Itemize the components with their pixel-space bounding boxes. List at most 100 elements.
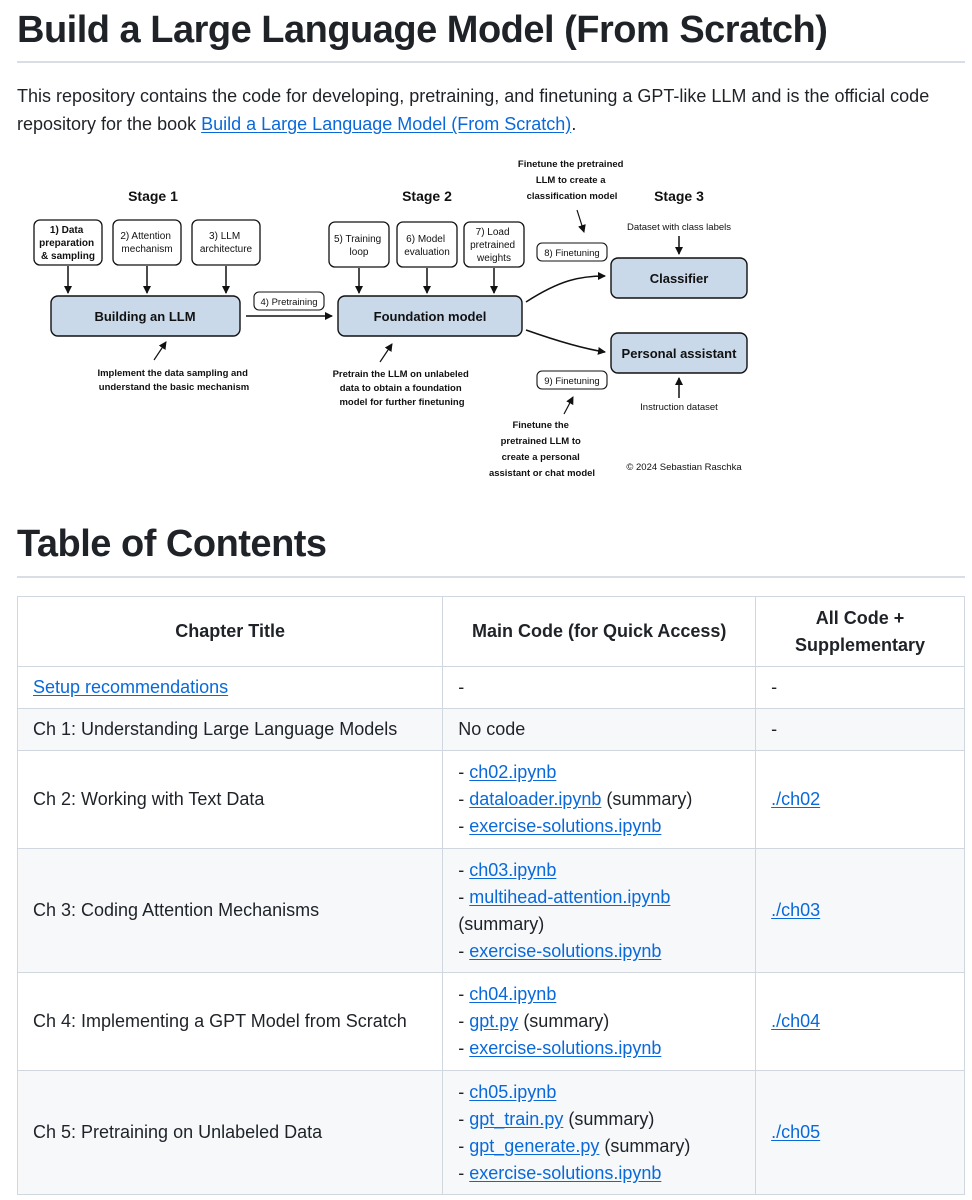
step-1-line-3: & sampling bbox=[41, 251, 95, 262]
code-line: - dataloader.ipynb (summary) bbox=[458, 786, 740, 813]
chapter-link[interactable]: Setup recommendations bbox=[33, 677, 229, 697]
instruction-dataset-label: Instruction dataset bbox=[640, 402, 718, 413]
table-row: Ch 5: Pretraining on Unlabeled Data- ch0… bbox=[16, 1070, 965, 1195]
code-line-text: (summary) bbox=[563, 1108, 655, 1129]
building-llm-box bbox=[50, 295, 241, 337]
note-assistant-line-1: Finetune the bbox=[512, 420, 568, 431]
main-code-cell: No code bbox=[442, 708, 757, 751]
code-line: - gpt_train.py (summary) bbox=[458, 1106, 740, 1133]
step-8-label: 8) Finetuning bbox=[544, 248, 599, 259]
code-file-link[interactable]: exercise-solutions.ipynb bbox=[469, 940, 662, 961]
folder-link[interactable]: ./ch03 bbox=[771, 900, 821, 920]
code-line-text: - bbox=[458, 677, 465, 697]
chapter-title: Ch 2: Working with Text Data bbox=[33, 789, 265, 809]
step-9-box bbox=[536, 370, 608, 390]
code-line-text: (summary) bbox=[599, 1135, 691, 1156]
code-line: - gpt.py (summary) bbox=[458, 1008, 740, 1035]
main-code-cell: - ch03.ipynb- multihead-attention.ipynb (… bbox=[442, 848, 757, 973]
step-6-box bbox=[396, 221, 458, 268]
note-stage2-line-3: model for further finetuning bbox=[339, 397, 464, 408]
header-main-code: Main Code (for Quick Access) bbox=[442, 596, 757, 667]
code-line-prefix: - bbox=[458, 789, 470, 809]
book-link[interactable]: Build a Large Language Model (From Scrat… bbox=[201, 114, 572, 134]
code-file-link[interactable]: ch02.ipynb bbox=[469, 762, 557, 782]
code-file-link[interactable]: multihead-attention.ipynb bbox=[469, 886, 671, 907]
code-line: - ch03.ipynb bbox=[458, 857, 740, 884]
svg-text:Finetune the pretraine: Finetune the pretrained LLM to create a … bbox=[489, 420, 595, 479]
folder-link[interactable]: ./ch05 bbox=[771, 1122, 821, 1142]
code-line-prefix: - bbox=[458, 1081, 470, 1102]
llm-stages-diagram: Stage 1 Stage 2 Stage 3 1) Data preparat… bbox=[33, 159, 748, 479]
code-line-prefix: - bbox=[458, 1108, 470, 1129]
code-file-link[interactable]: dataloader.ipynb bbox=[469, 789, 602, 809]
foundation-model-label: Foundation model bbox=[374, 309, 487, 324]
code-file-link[interactable]: ch03.ipynb bbox=[469, 859, 557, 880]
toc-table: Chapter Title Main Code (for Quick Acces… bbox=[16, 596, 965, 1195]
code-line: - ch05.ipynb bbox=[458, 1079, 740, 1106]
stage-1-label: Stage 1 bbox=[128, 188, 178, 204]
code-line-text: (summary) bbox=[518, 1011, 610, 1031]
step-1-box bbox=[33, 219, 103, 266]
intro-text: This repository contains the code for de… bbox=[17, 86, 930, 134]
header-chapter-title: Chapter Title bbox=[16, 596, 444, 667]
step-4-label: 4) Pretraining bbox=[260, 297, 317, 308]
svg-text:6) Model evaluation: 6) Model evaluation bbox=[404, 234, 450, 258]
title-divider bbox=[17, 61, 965, 63]
all-code-cell: ./ch05 bbox=[755, 1070, 965, 1195]
note-assistant-line-2: pretrained LLM to bbox=[501, 436, 581, 447]
step-3-line-1: 3) LLM bbox=[209, 231, 240, 242]
all-code-text: - bbox=[771, 677, 778, 697]
code-file-link[interactable]: exercise-solutions.ipynb bbox=[469, 816, 662, 836]
table-row: Ch 4: Implementing a GPT Model from Scra… bbox=[16, 972, 965, 1071]
step-7-line-2: pretrained bbox=[470, 240, 515, 251]
header-all-code: All Code + Supplementary bbox=[755, 596, 965, 667]
code-line-prefix: - bbox=[458, 816, 470, 836]
step-2-line-2: mechanism bbox=[121, 244, 172, 255]
step-5-line-2: loop bbox=[350, 247, 369, 258]
chapter-cell: Ch 1: Understanding Large Language Model… bbox=[16, 708, 444, 751]
step-4-box bbox=[253, 291, 325, 311]
folder-link[interactable]: ./ch04 bbox=[771, 1011, 821, 1031]
classifier-label: Classifier bbox=[650, 271, 709, 286]
main-code-cell: - bbox=[442, 666, 757, 709]
step-7-line-1: 7) Load bbox=[476, 227, 510, 238]
code-line: - exercise-solutions.ipynb bbox=[458, 938, 740, 965]
chapter-cell: Ch 4: Implementing a GPT Model from Scra… bbox=[16, 972, 444, 1071]
code-file-link[interactable]: ch05.ipynb bbox=[469, 1081, 557, 1102]
all-code-cell: ./ch03 bbox=[755, 848, 965, 973]
step-1-line-1: 1) Data bbox=[50, 225, 84, 236]
code-line-text: (summary) bbox=[601, 789, 693, 809]
step-2-box bbox=[112, 219, 182, 266]
code-line-prefix: - bbox=[458, 1135, 470, 1156]
code-file-link[interactable]: exercise-solutions.ipynb bbox=[469, 1162, 662, 1183]
code-file-link[interactable]: exercise-solutions.ipynb bbox=[469, 1038, 662, 1058]
note-assistant-line-4: assistant or chat model bbox=[489, 468, 595, 479]
code-line-text: (summary) bbox=[458, 913, 545, 934]
code-file-link[interactable]: gpt.py bbox=[469, 1011, 519, 1031]
note-classifier-line-1: Finetune the pretrained bbox=[518, 159, 624, 170]
step-6-line-1: 6) Model bbox=[406, 234, 445, 245]
code-line: (summary) bbox=[458, 911, 740, 938]
main-code-cell: - ch04.ipynb- gpt.py (summary)- exercise… bbox=[442, 972, 757, 1071]
code-line-prefix: - bbox=[458, 859, 470, 880]
code-line: No code bbox=[458, 716, 740, 743]
chapter-title: Ch 1: Understanding Large Language Model… bbox=[33, 719, 398, 739]
code-file-link[interactable]: gpt_generate.py bbox=[469, 1135, 600, 1156]
step-7-box bbox=[463, 221, 525, 268]
table-row: Ch 2: Working with Text Data - ch02.ipynb… bbox=[16, 750, 965, 849]
note-classifier-line-2: LLM to create a bbox=[536, 175, 606, 186]
classifier-box bbox=[610, 257, 748, 299]
note-assistant-line-3: create a personal bbox=[502, 452, 580, 463]
code-line-prefix: - bbox=[458, 1011, 470, 1031]
code-file-link[interactable]: gpt_train.py bbox=[469, 1108, 564, 1129]
all-code-cell: ./ch04 bbox=[755, 972, 965, 1071]
note-stage2-line-1: Pretrain the LLM on unlabeled bbox=[333, 369, 469, 380]
main-code-cell: - ch02.ipynb- dataloader.ipynb (summary)… bbox=[442, 750, 757, 849]
table-row: Setup recommendations - - bbox=[16, 666, 965, 709]
code-line: - ch02.ipynb bbox=[458, 759, 740, 786]
step-2-line-1: 2) Attention bbox=[120, 231, 171, 242]
code-file-link[interactable]: ch04.ipynb bbox=[469, 984, 557, 1004]
code-line-prefix: - bbox=[458, 1162, 470, 1183]
code-line-prefix: - bbox=[458, 1038, 470, 1058]
folder-link[interactable]: ./ch02 bbox=[771, 789, 821, 809]
